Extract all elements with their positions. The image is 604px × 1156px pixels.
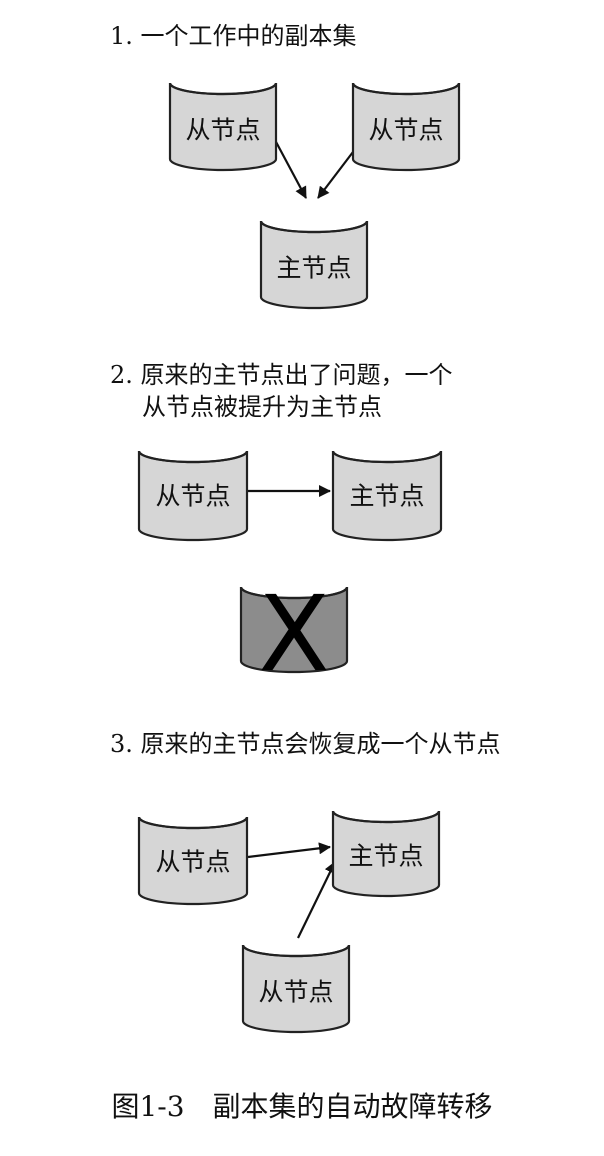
cylinder-s2-primary [331,450,443,542]
step-2-title: 2. 原来的主节点出了问题，一个 [110,361,453,389]
cylinder-s2-failed-rim [239,586,349,600]
cylinder-s2-failed [239,586,349,674]
cylinder-s1-primary [259,220,369,310]
edge-s1-secondary-b-to-primary [317,147,357,199]
edge-s3-secondary-b-to-primary [297,861,336,939]
figure-caption: 图1-3 副本集的自动故障转移 [111,1090,492,1123]
cylinder-s2-primary-rim [331,450,443,464]
node-label-s2-secondary: 从节点 [155,482,230,511]
cylinder-s2-secondary-rim [137,450,249,464]
node-label-s1-primary: 主节点 [276,254,351,283]
cylinder-s3-secondary-b-rim [241,944,351,958]
cylinder-s1-primary-rim [259,220,369,234]
cylinder-s1-secondary-a-rim [168,82,278,96]
cylinder-s1-secondary-b-rim [351,82,461,96]
node-label-s1-secondary-b: 从节点 [368,116,443,145]
step-3-title: 3. 原来的主节点会恢复成一个从节点 [110,730,501,758]
edge-s1-secondary-a-to-primary [274,139,307,199]
cylinder-s3-secondary-a-rim [137,816,249,830]
cylinder-s1-secondary-b [351,82,461,172]
node-label-s3-secondary-a: 从节点 [155,848,230,877]
step-1-title: 1. 一个工作中的副本集 [110,22,357,50]
cylinder-s3-primary [331,810,441,898]
edge-s3-secondary-a-to-primary [247,842,331,859]
cylinder-s3-secondary-a [137,816,249,906]
edges [247,139,357,939]
step-2-title-line2: 从节点被提升为主节点 [142,393,382,421]
nodes [137,82,461,1034]
cylinder-s2-secondary [137,450,249,542]
node-label-s2-primary: 主节点 [349,482,424,511]
cylinder-s1-secondary-a [168,82,278,172]
node-label-s1-secondary-a: 从节点 [185,116,260,145]
node-label-s3-primary: 主节点 [348,842,423,871]
failed-node-x-mark: X [258,573,329,695]
cylinder-s3-primary-rim [331,810,441,824]
cylinder-s3-secondary-b [241,944,351,1034]
node-label-s3-secondary-b: 从节点 [258,978,333,1007]
